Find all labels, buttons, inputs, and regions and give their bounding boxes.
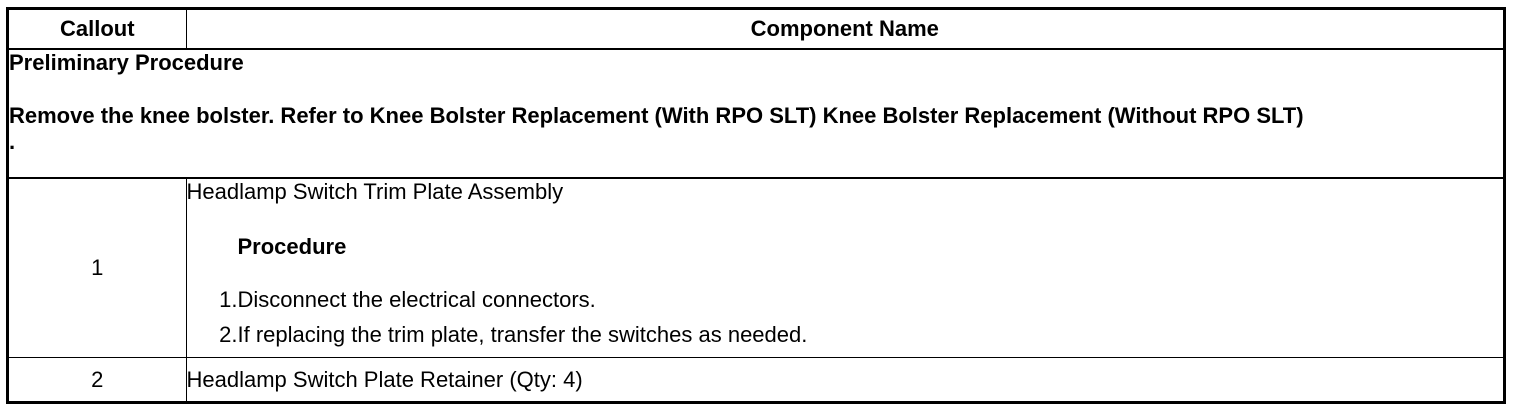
preliminary-instruction-text: Remove the knee bolster. Refer to Knee B… <box>9 103 1304 128</box>
step-text: Disconnect the electrical connectors. <box>237 287 596 312</box>
procedure-table: Callout Component Name Preliminary Proce… <box>9 10 1503 402</box>
callout-cell: 1 <box>9 177 187 358</box>
header-row: Callout Component Name <box>9 10 1503 50</box>
component-cell: Headlamp Switch Trim Plate Assembly Proc… <box>185 177 1504 358</box>
preliminary-row: Preliminary Procedure Remove the knee bo… <box>9 48 1503 179</box>
preliminary-procedure-cell: Preliminary Procedure Remove the knee bo… <box>9 48 1503 179</box>
step-text: If replacing the trim plate, transfer th… <box>237 322 808 347</box>
list-item: 2. If replacing the trim plate, transfer… <box>187 322 1504 348</box>
component-name-column-header: Component Name <box>185 10 1503 50</box>
procedure-table-frame: Callout Component Name Preliminary Proce… <box>6 7 1506 404</box>
callout-cell: 2 <box>9 357 187 402</box>
step-number: 1. <box>219 287 238 312</box>
component-name: Headlamp Switch Trim Plate Assembly <box>186 179 564 204</box>
table-row: 2 Headlamp Switch Plate Retainer (Qty: 4… <box>9 357 1503 402</box>
callout-column-header: Callout <box>9 10 187 50</box>
table-row: 1 Headlamp Switch Trim Plate Assembly Pr… <box>9 177 1504 358</box>
component-cell: Headlamp Switch Plate Retainer (Qty: 4) <box>185 357 1503 402</box>
list-item: 1. Disconnect the electrical connectors. <box>187 287 1504 313</box>
preliminary-procedure-title: Preliminary Procedure <box>9 50 244 75</box>
preliminary-instruction-period: . <box>9 129 16 154</box>
procedure-steps-list: 1. Disconnect the electrical connectors.… <box>187 287 1504 348</box>
step-number: 2. <box>219 322 238 347</box>
procedure-heading: Procedure <box>237 234 347 259</box>
